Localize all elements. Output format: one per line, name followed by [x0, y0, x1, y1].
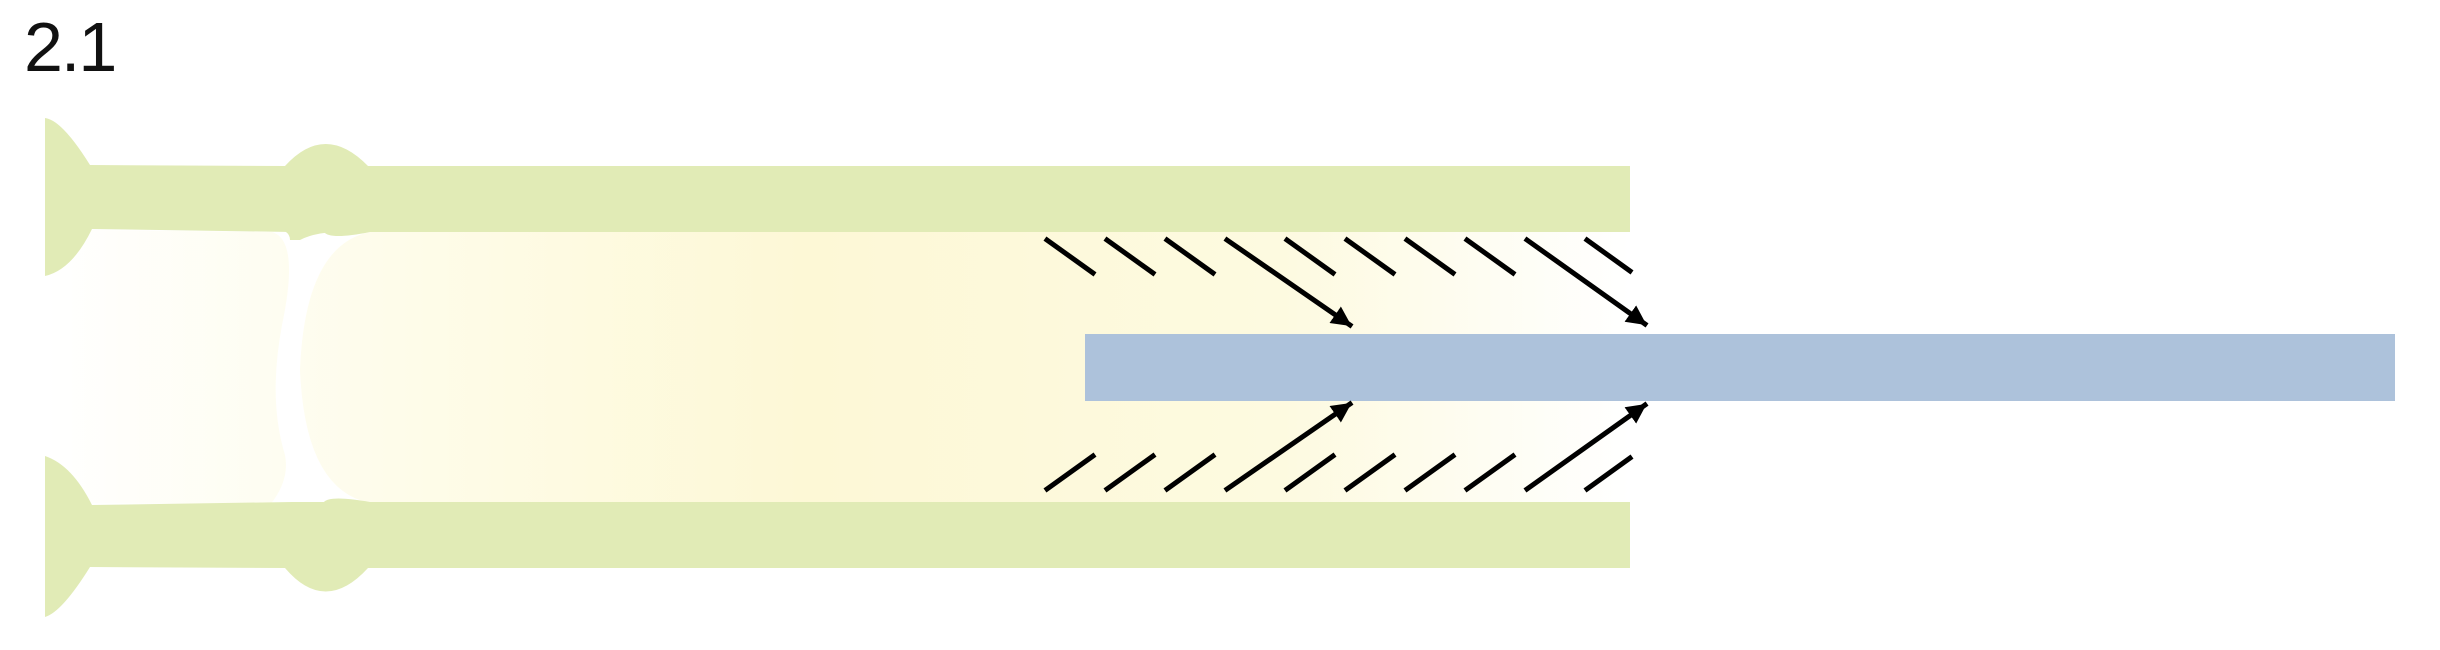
hatch-mark	[1283, 452, 1337, 493]
hatch-top	[1043, 236, 1649, 329]
lumen	[45, 230, 1630, 505]
tube-wall-top	[45, 118, 1630, 276]
hatch-arrow	[1223, 236, 1354, 329]
hatch-mark	[1463, 452, 1517, 493]
hatch-arrow	[1523, 401, 1649, 493]
hatch-mark	[1583, 236, 1634, 275]
hatch-mark	[1463, 236, 1517, 277]
hatch-mark	[1343, 236, 1397, 277]
hatch-mark	[1403, 452, 1457, 493]
hatch-mark	[1403, 236, 1457, 277]
hatch-mark	[1103, 236, 1157, 277]
hatch-mark	[1343, 452, 1397, 493]
hatch-bottom	[1043, 400, 1649, 493]
hatch-mark	[1043, 236, 1097, 277]
hatch-mark	[1163, 236, 1217, 277]
hatch-mark	[1583, 454, 1634, 493]
hatch-mark	[1283, 236, 1337, 277]
hatch-mark	[1163, 452, 1217, 493]
hatch-mark	[1103, 452, 1157, 493]
hatch-mark	[1043, 452, 1097, 493]
tube-wall-bottom	[45, 456, 1630, 617]
inner-rod	[1085, 334, 2395, 401]
tube-collar-top	[272, 229, 370, 240]
hatch-arrow	[1523, 236, 1649, 328]
hatch-arrow	[1223, 400, 1354, 493]
figure-label: 2.1	[24, 8, 117, 86]
